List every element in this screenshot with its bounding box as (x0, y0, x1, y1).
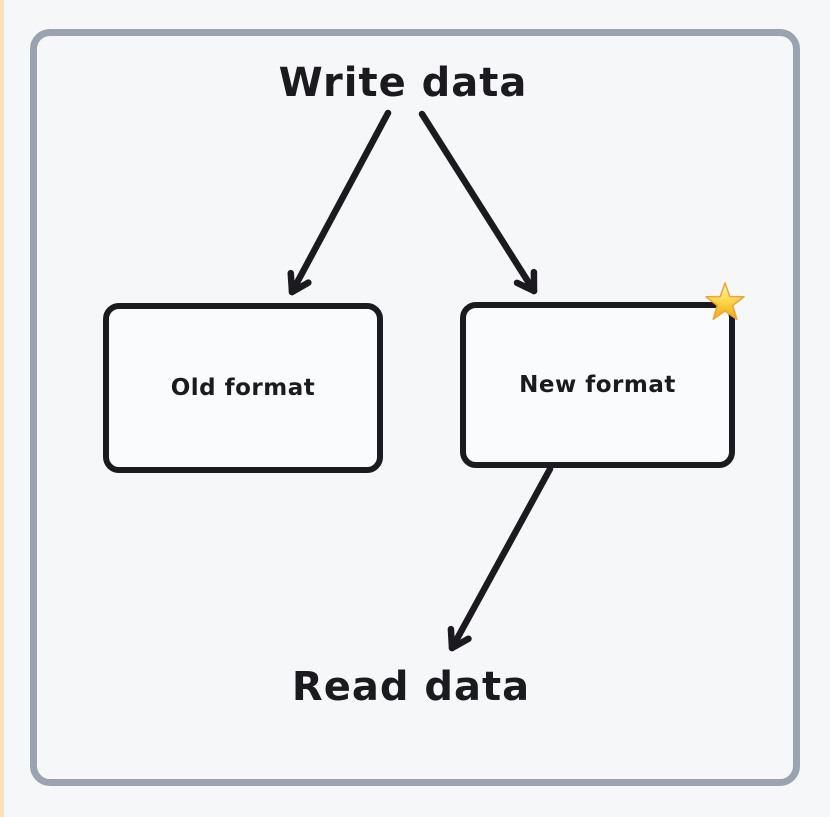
node-new-format-label: New format (519, 372, 676, 398)
node-new-format[interactable]: New format (460, 302, 735, 468)
star-icon[interactable] (702, 280, 748, 326)
read-data-label[interactable]: Read data (291, 664, 531, 710)
left-accent-strip (0, 0, 4, 817)
node-old-format[interactable]: Old format (103, 303, 383, 473)
node-old-format-label: Old format (170, 375, 316, 401)
write-data-label[interactable]: Write data (278, 60, 528, 106)
outer-frame-rectangle[interactable] (30, 29, 800, 786)
